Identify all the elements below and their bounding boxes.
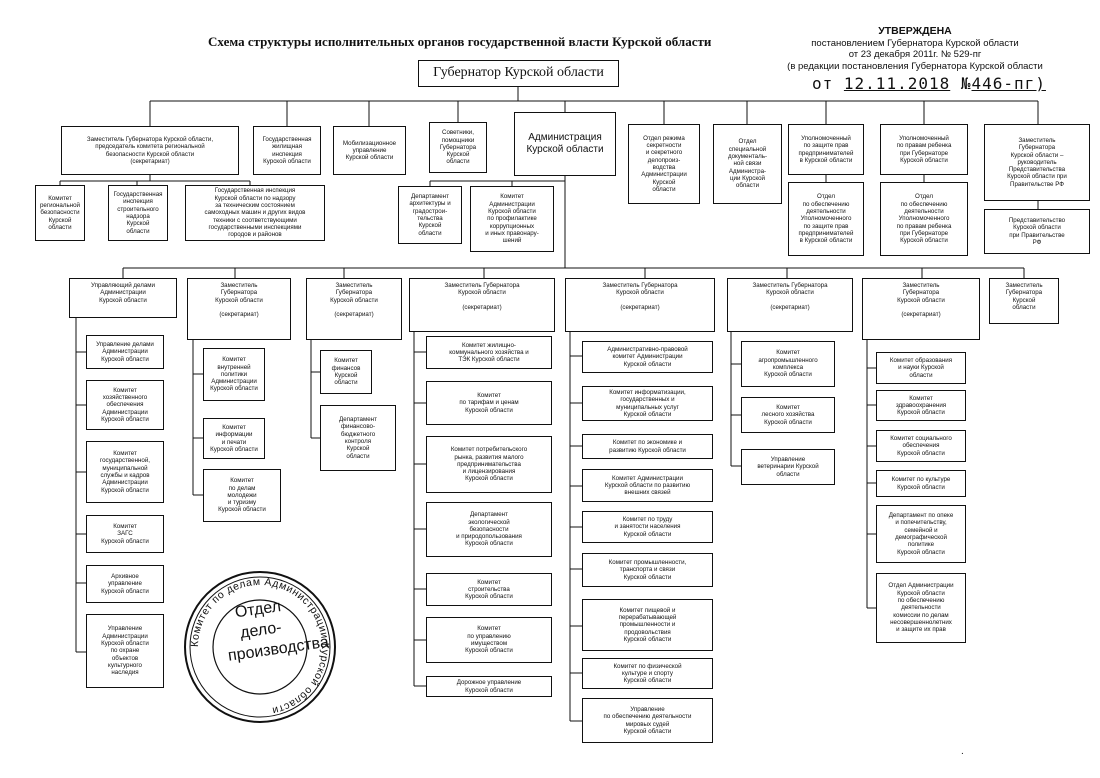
amendment-from: от xyxy=(812,74,834,93)
approval-line-1: постановлением Губернатора Курской облас… xyxy=(811,37,1019,49)
col7-item: Комитет образования и науки Курской обла… xyxy=(876,352,966,384)
col5-item: Административно-правовой комитет Админис… xyxy=(582,341,713,373)
col1-item: Комитет ЗАГС Курской области xyxy=(86,515,164,553)
special-docs-box: Отдел специальной документаль- ной связи… xyxy=(713,124,782,204)
architecture-box: Департамент архитектуры и градострои- те… xyxy=(398,186,462,244)
business-ombudsman-dept-box: Отдел по обеспечению деятельности Уполно… xyxy=(788,182,864,256)
governor-box: Губернатор Курской области xyxy=(418,60,619,87)
col1-item: Комитет государственной, муниципальной с… xyxy=(86,441,164,503)
col7-item: Комитет по культуре Курской области xyxy=(876,470,966,497)
col4-item: Комитет по управлению имуществом Курской… xyxy=(426,617,552,663)
business-ombudsman-box: Уполномоченный по защите прав предприним… xyxy=(788,124,864,175)
col7-item: Департамент по опеке и попечительству, с… xyxy=(876,505,966,563)
col6-item: Комитет агропромышленного комплекса Курс… xyxy=(741,341,835,387)
diagram-title: Схема структуры исполнительных органов г… xyxy=(208,34,712,49)
approval-line-2: от 23 декабря 2011г. № 529-пг xyxy=(848,49,982,61)
col4-head: Заместитель Губернатора Курской области … xyxy=(409,278,555,332)
col5-item: Комитет по экономике и развитию Курской … xyxy=(582,434,713,459)
approval-line-3: (в редакции постановления Губернатора Ку… xyxy=(787,60,1043,72)
col4-item: Комитет жилищно- коммунального хозяйства… xyxy=(426,336,552,369)
col1-item: Управление Администрации Курской области… xyxy=(86,614,164,688)
col5-item: Комитет по физической культуре и спорту … xyxy=(582,658,713,689)
stamp-center-text: Отдел дело- производства xyxy=(226,598,330,665)
office-stamp: Комитет по делам Администрации Курской о… xyxy=(184,571,336,723)
child-ombudsman-box: Уполномоченный по правам ребенка при Губ… xyxy=(880,124,968,175)
col3-item: Комитет финансов Курской области xyxy=(320,350,372,394)
housing-inspection-box: Государственная жилищная инспекция Курск… xyxy=(253,126,321,175)
col7-item: Комитет здравоохранения Курской области xyxy=(876,390,966,421)
page-mark: . xyxy=(961,746,964,757)
approval-block: УТВЕРЖДЕНА постановлением Губернатора Ку… xyxy=(774,25,1056,73)
col7-item: Комитет социального обеспечения Курской … xyxy=(876,430,966,462)
col4-item: Департамент экологической безопасности и… xyxy=(426,502,552,557)
col5-item: Комитет информатизации, государственных … xyxy=(582,386,713,421)
administration-box: Администрация Курской области xyxy=(514,112,616,176)
col7-item: Отдел Администрации Курской области по о… xyxy=(876,573,966,643)
amendment-num-prefix: № xyxy=(960,74,972,93)
col1-item: Архивное управление Курской области xyxy=(86,565,164,603)
col2-item: Комитет информации и печати Курской обла… xyxy=(203,418,265,459)
col4-item: Комитет по тарифам и ценам Курской облас… xyxy=(426,381,552,425)
amendment-number: 446-пг) xyxy=(971,74,1046,93)
col4-item: Дорожное управление Курской области xyxy=(426,676,552,697)
child-ombudsman-dept-box: Отдел по обеспечению деятельности Уполно… xyxy=(880,182,968,256)
regional-security-box: Комитет региональной безопасности Курско… xyxy=(35,185,85,241)
col1-item: Комитет хозяйственного обеспечения Админ… xyxy=(86,380,164,430)
col4-item: Комитет строительства Курской области xyxy=(426,573,552,606)
approval-amendment: от 12.11.2018 №446-пг) xyxy=(812,74,1046,93)
col6-item: Комитет лесного хозяйства Курской област… xyxy=(741,397,835,433)
col2-item: Комитет внутренней политики Администраци… xyxy=(203,348,265,401)
col6-item: Управление ветеринарии Курской области xyxy=(741,449,835,485)
col7-head: Заместитель Губернатора Курской области … xyxy=(862,278,980,340)
advisers-box: Советники, помощники Губернатора Курской… xyxy=(429,122,487,173)
secrecy-dept-box: Отдел режима секретности и секретного де… xyxy=(628,124,700,204)
col6-head: Заместитель Губернатора Курской области … xyxy=(727,278,853,332)
deputy-security-box: Заместитель Губернатора Курской области,… xyxy=(61,126,239,175)
col5-item: Комитет по труду и занятости населения К… xyxy=(582,511,713,543)
col5-item: Управление по обеспечению деятельности м… xyxy=(582,698,713,743)
approval-head: УТВЕРЖДЕНА xyxy=(878,25,952,37)
col5-item: Комитет промышленности, транспорта и свя… xyxy=(582,553,713,587)
col8-head: Заместитель Губернатора Курской области xyxy=(989,278,1059,324)
col5-item: Комитет Администрации Курской области по… xyxy=(582,469,713,502)
deputy-rf-rep-box: Заместитель Губернатора Курской области … xyxy=(984,124,1090,201)
col2-head: Заместитель Губернатора Курской области … xyxy=(187,278,291,340)
col1-item: Управление делами Администрации Курской … xyxy=(86,335,164,369)
col4-item: Комитет потребительского рынка, развития… xyxy=(426,436,552,493)
col3-item: Департамент финансово- бюджетного контро… xyxy=(320,405,396,471)
col3-head: Заместитель Губернатора Курской области … xyxy=(306,278,402,340)
rf-representation-box: Представительство Курской области при Пр… xyxy=(984,209,1090,254)
construction-supervision-box: Государственная инспекция строительного … xyxy=(108,185,168,241)
amendment-date: 12.11.2018 xyxy=(843,74,951,93)
col1-head: Управляющий делами Администрации Курской… xyxy=(69,278,177,318)
col5-head: Заместитель Губернатора Курской области … xyxy=(565,278,715,332)
col2-item: Комитет по делам молодежи и туризму Курс… xyxy=(203,469,281,522)
tech-inspection-box: Государственная инспекция Курской област… xyxy=(185,185,325,241)
mobilization-box: Мобилизационное управление Курской облас… xyxy=(333,126,406,175)
anticorruption-box: Комитет Администрации Курской области по… xyxy=(470,186,554,252)
col5-item: Комитет пищевой и перерабатывающей промы… xyxy=(582,599,713,651)
